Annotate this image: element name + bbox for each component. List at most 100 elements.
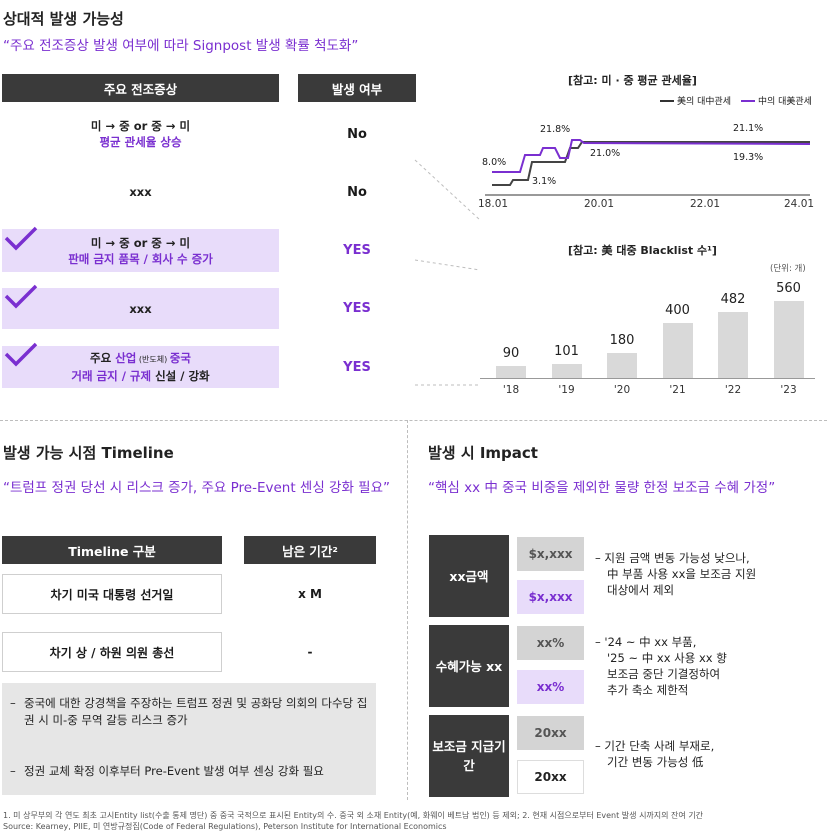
- legend-label: 中의 대美관세: [757, 97, 812, 107]
- x-tick: 18.01: [478, 198, 509, 210]
- impact-label-period: 보조금 지급기간: [429, 715, 509, 797]
- sign-row-xxx-2: xxx: [2, 288, 279, 329]
- tariff-chart-title: [참고: 미 · 중 평균 관세율]: [568, 74, 697, 87]
- sign-row-line1: xxx: [129, 185, 152, 199]
- dash: –: [10, 696, 16, 710]
- text-part: 주요: [90, 351, 116, 365]
- desc-line: – '24 ~ 中 xx 부품,: [595, 635, 697, 649]
- text-part: '24 ~ 中 xx 부품,: [604, 635, 697, 649]
- text-part: 기간 단축 사례 부재로,: [604, 739, 715, 753]
- bar-0: [496, 365, 526, 378]
- bar-baseline: [480, 378, 815, 379]
- series-us-tariff: [492, 141, 810, 186]
- desc-line: '25 ~ 中 xx 사용 xx 향: [607, 651, 727, 665]
- desc-line: 보조금 중단 기결정하여: [607, 667, 721, 681]
- status-no: No: [347, 126, 367, 142]
- header-signs: 주요 전조증상: [2, 74, 279, 102]
- impact-quote: “핵심 xx 中 중국 비중을 제외한 물량 한정 보조금 수혜 가정”: [428, 480, 776, 496]
- timeline-value: x M: [298, 587, 322, 601]
- bar-category-label: '18: [502, 384, 520, 396]
- bar-3: [662, 323, 693, 378]
- timeline-row-congress: 차기 상 / 하원 의원 총선: [2, 632, 222, 672]
- footnote: 1. 미 상무부의 각 연도 최초 고시Entity list(수출 통제 명단…: [3, 811, 704, 820]
- status-yes: YES: [343, 243, 371, 258]
- timeline-row-election: 차기 미국 대통령 선거일: [2, 574, 222, 614]
- desc-line: – 지원 금액 변동 가능성 낮으나,: [595, 551, 750, 565]
- blacklist-chart-title: [참고: 美 대중 Blacklist 수¹]: [568, 244, 717, 257]
- bar-category-label: '20: [613, 384, 631, 396]
- sign-row-line1: 미 → 중 or 중 → 미: [90, 119, 191, 133]
- sign-row-line1: 미 → 중 or 중 → 미: [90, 235, 191, 250]
- text-part: 지원 금액 변동 가능성 낮으나,: [604, 551, 750, 565]
- bar-category-label: '21: [669, 384, 686, 396]
- desc-line: 中 부품 사용 xx을 보조금 지원: [607, 567, 757, 581]
- section-title-impact: 발생 시 Impact: [428, 444, 538, 462]
- sign-row-line2: 거래 금지 / 규제 신설 / 강화: [71, 368, 209, 384]
- sign-row-line2: 판매 금지 품목 / 회사 수 증가: [68, 251, 213, 266]
- bar-category-label: '19: [558, 384, 575, 396]
- timeline-notes: – 중국에 대한 강경책을 주장하는 트럼프 정권 및 공화당 의회의 다수당 …: [2, 683, 376, 795]
- impact-after: 20xx: [517, 760, 584, 794]
- legend-swatch: [740, 99, 755, 102]
- desc-line: 기간 변동 가능성 低: [607, 755, 704, 769]
- status-yes: YES: [343, 301, 371, 316]
- section-divider: [0, 420, 827, 421]
- bar-value-label: 180: [609, 333, 635, 349]
- bar-value-label: 400: [665, 303, 690, 319]
- impact-desc-period: – 기간 단축 사례 부재로, 기간 변동 가능성 低: [595, 738, 714, 770]
- timeline-value: -: [307, 645, 313, 659]
- section-title-likelihood: 상대적 발생 가능성: [3, 10, 124, 28]
- check-icon: [4, 226, 38, 251]
- bar-4: [718, 312, 748, 378]
- label-21-8pct: 21.8%: [540, 124, 571, 135]
- bar-1: [551, 364, 582, 378]
- footer: 1. 미 상무부의 각 연도 최초 고시Entity list(수출 통제 명단…: [3, 810, 823, 832]
- x-tick: 22.01: [690, 198, 721, 210]
- bar-value-label: 90: [502, 345, 520, 361]
- impact-desc-benefit: – '24 ~ 中 xx 부품, '25 ~ 中 xx 사용 xx 향 보조금 …: [595, 634, 727, 698]
- sign-row-line1: xxx: [129, 301, 152, 316]
- label-21pct: 21.0%: [590, 148, 621, 159]
- header-timeline-type: Timeline 구분: [2, 536, 222, 564]
- sign-row-line1: 주요 산업 (반도체) 중국: [90, 350, 191, 368]
- header-remaining: 남은 기간²: [244, 536, 376, 564]
- unit-label: (단위: 개): [770, 264, 806, 274]
- impact-label-amount: xx금액: [429, 535, 509, 617]
- legend-label: 美의 대中관세: [677, 97, 731, 107]
- legend-swatch: [660, 99, 674, 102]
- timeline-note-2: 정권 교체 확정 이후부터 Pre-Event 발생 여부 센싱 강화 필요: [24, 764, 324, 778]
- desc-line: 대상에서 제외: [607, 583, 675, 597]
- sign-row-industry: 주요 산업 (반도체) 중국 거래 금지 / 규제 신설 / 강화: [2, 346, 279, 388]
- sign-row-tariff: 미 → 중 or 중 → 미 평균 관세율 상승: [2, 112, 279, 156]
- status-no: No: [347, 184, 367, 200]
- x-tick: 20.01: [584, 198, 615, 210]
- sign-row-ban: 미 → 중 or 중 → 미 판매 금지 품목 / 회사 수 증가: [2, 229, 279, 272]
- bar-category-label: '23: [780, 384, 797, 396]
- tariff-line-chart: [485, 139, 811, 196]
- bar-category-label: '22: [724, 384, 742, 396]
- label-21-1pct: 21.1%: [733, 123, 764, 134]
- label-8pct: 8.0%: [482, 157, 507, 168]
- text-part: (반도체): [136, 355, 170, 364]
- impact-after: xx%: [517, 670, 584, 704]
- label-19-3pct: 19.3%: [733, 152, 764, 163]
- section-title-timeline: 발생 가능 시점 Timeline: [3, 444, 174, 462]
- bar-5: [773, 301, 804, 378]
- text-part: 신설 / 강화: [151, 369, 210, 383]
- legend-item-us: 美의 대中관세: [660, 94, 731, 107]
- status-yes: YES: [343, 359, 371, 375]
- sign-row-xxx: xxx: [2, 170, 279, 214]
- x-tick: 24.01: [784, 198, 815, 210]
- series-cn-tariff: [492, 139, 811, 173]
- bar-2: [607, 353, 637, 378]
- timeline-note-1: 중국에 대한 강경책을 주장하는 트럼프 정권 및 공화당 의회의 다수당 집권…: [24, 696, 368, 727]
- desc-line: – 기간 단축 사례 부재로,: [595, 739, 715, 753]
- check-icon: [4, 284, 38, 309]
- impact-desc-amount: – 지원 금액 변동 가능성 낮으나, 中 부품 사용 xx을 보조금 지원 대…: [595, 550, 756, 598]
- column-divider: [407, 420, 408, 800]
- impact-label-benefit: 수혜가능 xx: [429, 625, 509, 707]
- desc-line: 추가 축소 제한적: [607, 683, 689, 697]
- impact-after: $x,xxx: [517, 580, 584, 614]
- header-occurrence: 발생 여부: [298, 74, 416, 102]
